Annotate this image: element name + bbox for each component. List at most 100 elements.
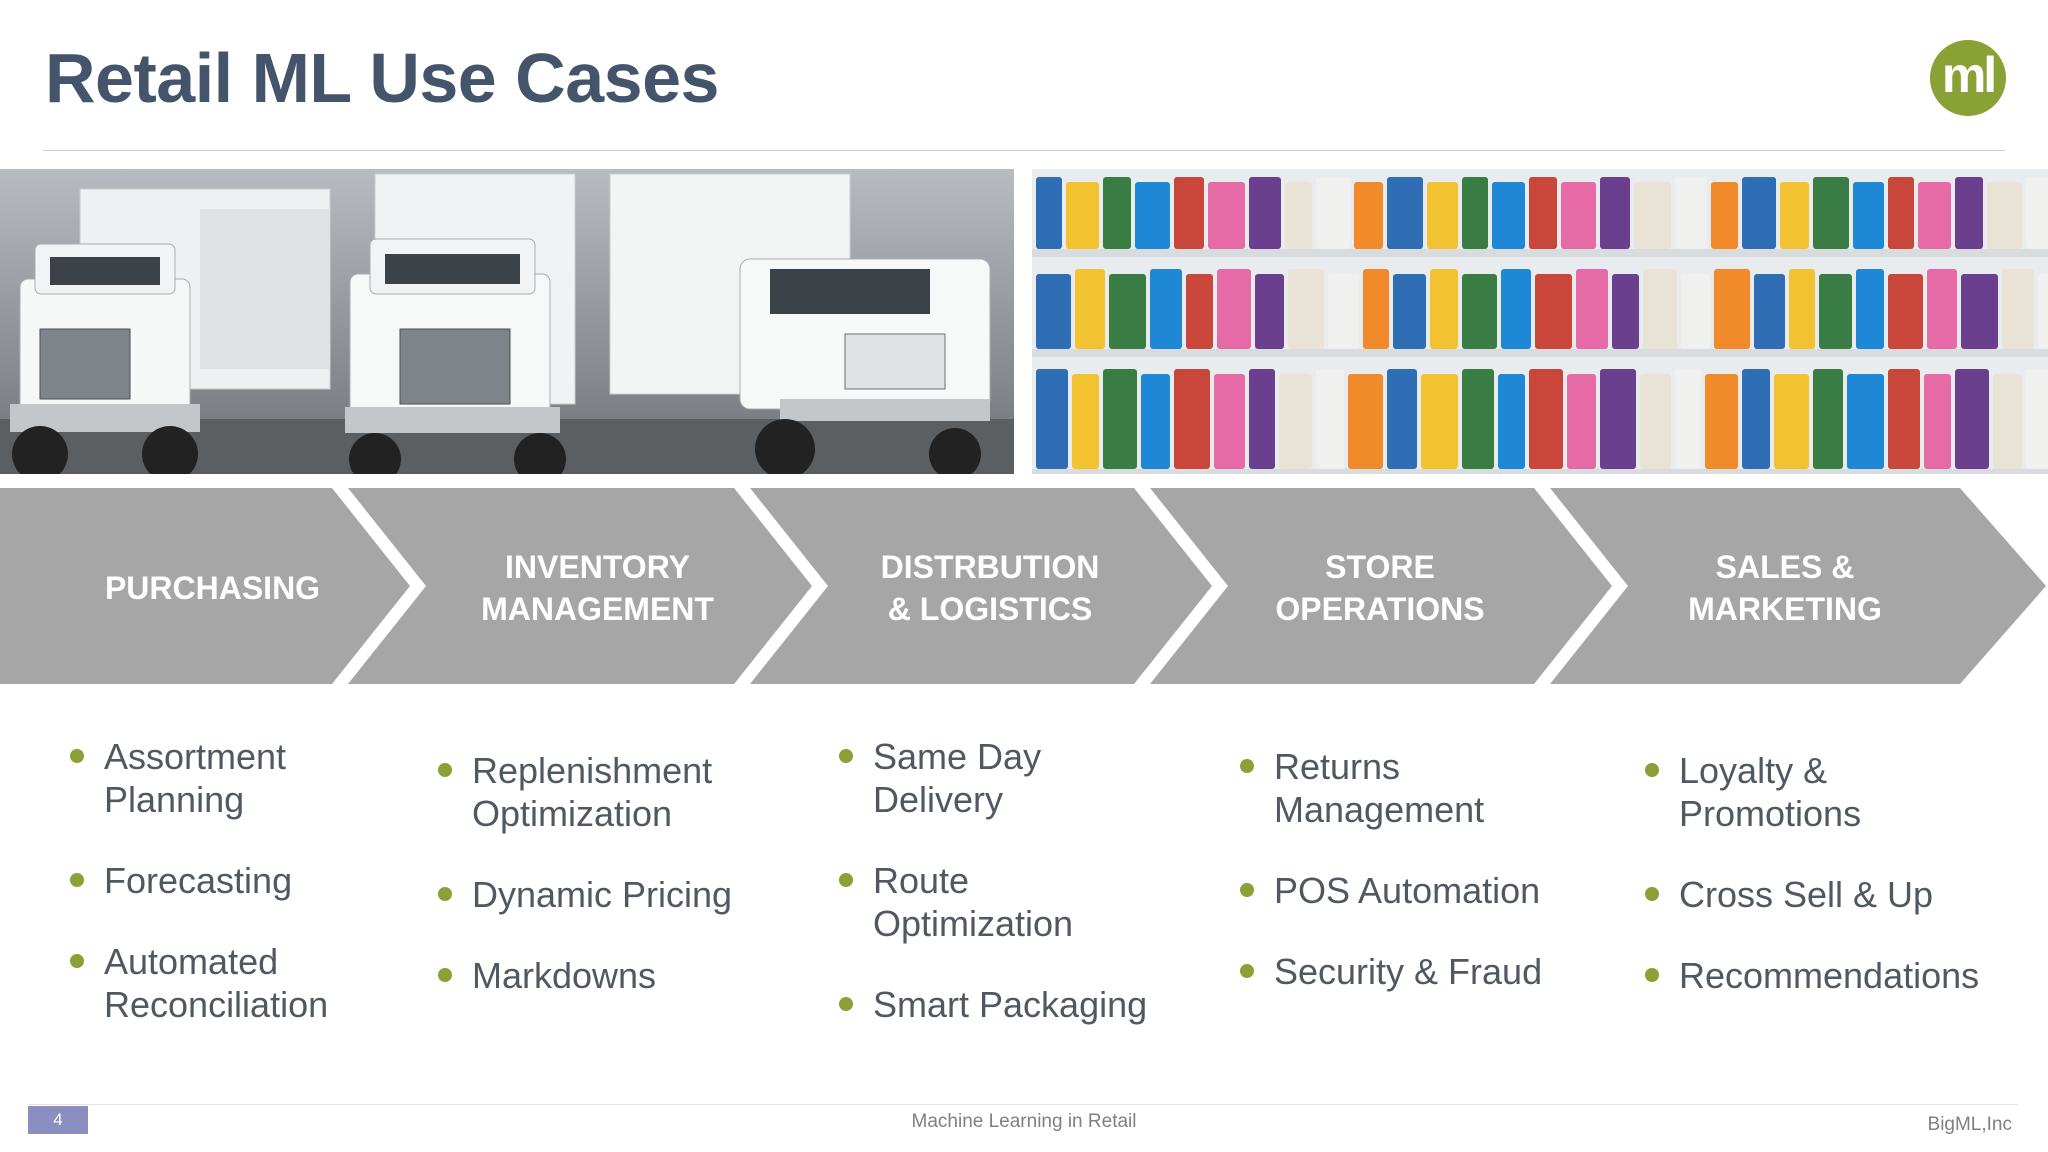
shelf-product xyxy=(1150,269,1182,349)
stage-label-distribution-logistics: DISTRBUTION & LOGISTICS xyxy=(880,549,1100,627)
bullet-icon xyxy=(70,873,84,887)
shelf-product xyxy=(1567,374,1596,469)
shelf-product xyxy=(1501,269,1531,349)
shelf-product xyxy=(1462,369,1494,469)
shelf-product xyxy=(1255,274,1284,349)
shelf-product xyxy=(1714,269,1750,349)
shelf-product xyxy=(1249,177,1281,249)
shelf-product xyxy=(1955,369,1989,469)
shelf-product xyxy=(2026,369,2048,469)
list-item: Recommendations xyxy=(1645,954,1979,997)
delivery-trucks-photo xyxy=(0,169,1014,474)
distribution-logistics-use-cases: Same Day Delivery Route Optimization Sma… xyxy=(839,735,1147,1064)
shelf-product xyxy=(1363,269,1389,349)
bullet-icon xyxy=(1645,763,1659,777)
shelf-product xyxy=(1285,182,1312,249)
shelf-product xyxy=(1462,177,1488,249)
shelf-product xyxy=(1430,269,1458,349)
shelf-product xyxy=(1249,369,1275,469)
shelf-product xyxy=(1888,274,1923,349)
shelf-product xyxy=(1103,177,1131,249)
shelf-product xyxy=(1174,369,1210,469)
chevron-purchasing xyxy=(0,488,410,684)
shelf-product xyxy=(1888,369,1920,469)
shelf-product xyxy=(1561,182,1596,249)
purchasing-use-cases: Assortment Planning Forecasting Automate… xyxy=(70,735,328,1064)
shelf-product xyxy=(1214,374,1245,469)
shelf-product xyxy=(1813,369,1843,469)
shelf-product xyxy=(1675,177,1707,249)
page-number: 4 xyxy=(28,1106,88,1134)
shelf-product xyxy=(1600,369,1636,469)
shelf-product xyxy=(1141,374,1170,469)
footer-divider xyxy=(28,1104,2018,1105)
shelf-edge xyxy=(1032,249,2048,257)
list-item: Dynamic Pricing xyxy=(438,873,732,916)
shelf-product xyxy=(1634,182,1671,249)
stage-label-sales-marketing: SALES & MARKETING xyxy=(1688,549,1882,627)
shelf-product xyxy=(1354,182,1383,249)
bullet-icon xyxy=(438,968,452,982)
shelf-product xyxy=(1316,177,1350,249)
shelf-product xyxy=(1789,269,1815,349)
shelf-product xyxy=(1348,374,1383,469)
shelf-product xyxy=(1421,374,1458,469)
shelf-product xyxy=(1109,274,1146,349)
shelf-product xyxy=(1066,182,1099,249)
shelf-product xyxy=(1529,369,1563,469)
shelf-product xyxy=(1993,374,2022,469)
shelf-product xyxy=(1387,177,1423,249)
shelf-edge xyxy=(1032,349,2048,357)
bullet-icon xyxy=(438,763,452,777)
shelf-product xyxy=(2038,274,2048,349)
shelf-product xyxy=(2002,269,2034,349)
shelf-product xyxy=(1961,274,1998,349)
shelf-product xyxy=(1856,269,1884,349)
bullet-icon xyxy=(70,749,84,763)
shelf-product xyxy=(1498,374,1525,469)
shelf-product xyxy=(1072,374,1099,469)
shelf-product xyxy=(1847,374,1884,469)
shelf-product xyxy=(1780,182,1809,249)
shelf-product xyxy=(1742,177,1776,249)
chevron-distribution-logistics xyxy=(750,488,1212,684)
footer-company: BigML,Inc xyxy=(1927,1114,2012,1135)
list-item: Automated Reconciliation xyxy=(70,940,328,1026)
company-logo: ml xyxy=(1930,40,2006,116)
shelf-product xyxy=(1174,177,1204,249)
shelf-product xyxy=(1853,182,1884,249)
chevron-store-operations xyxy=(1150,488,1612,684)
bullet-icon xyxy=(839,749,853,763)
store-operations-use-cases: Returns Management POS Automation Securi… xyxy=(1240,745,1542,1031)
shelf-product xyxy=(2026,177,2048,249)
bullet-icon xyxy=(1240,964,1254,978)
list-item: POS Automation xyxy=(1240,869,1542,912)
shelf-product xyxy=(1643,269,1677,349)
stage-label-store-operations: STORE OPERATIONS xyxy=(1275,549,1485,627)
shelf-product xyxy=(1576,269,1608,349)
list-item: Loyalty & Promotions xyxy=(1645,749,1979,835)
title-divider xyxy=(43,150,2005,151)
stage-label-purchasing: PURCHASING xyxy=(104,570,321,606)
shelf-product xyxy=(1813,177,1849,249)
bullet-icon xyxy=(1240,759,1254,773)
shelf-product xyxy=(1927,269,1957,349)
process-chevrons xyxy=(0,488,2046,684)
shelf-product xyxy=(1819,274,1852,349)
shelf-product xyxy=(1711,182,1738,249)
shelf-product xyxy=(1742,369,1770,469)
shelf-product xyxy=(1535,274,1572,349)
shelf-product xyxy=(1462,274,1497,349)
list-item: Same Day Delivery xyxy=(839,735,1147,821)
slide-title: Retail ML Use Cases xyxy=(45,39,719,117)
shelf-product xyxy=(1387,369,1417,469)
shelf-product xyxy=(1393,274,1426,349)
shelf-product xyxy=(1675,369,1701,469)
shelf-product xyxy=(1036,274,1071,349)
shelf-product xyxy=(1288,269,1324,349)
shelf-product xyxy=(1529,177,1557,249)
shelf-product xyxy=(1640,374,1671,469)
shelf-product xyxy=(1217,269,1251,349)
shelf-product xyxy=(1279,374,1312,469)
shelf-product xyxy=(1036,177,1062,249)
